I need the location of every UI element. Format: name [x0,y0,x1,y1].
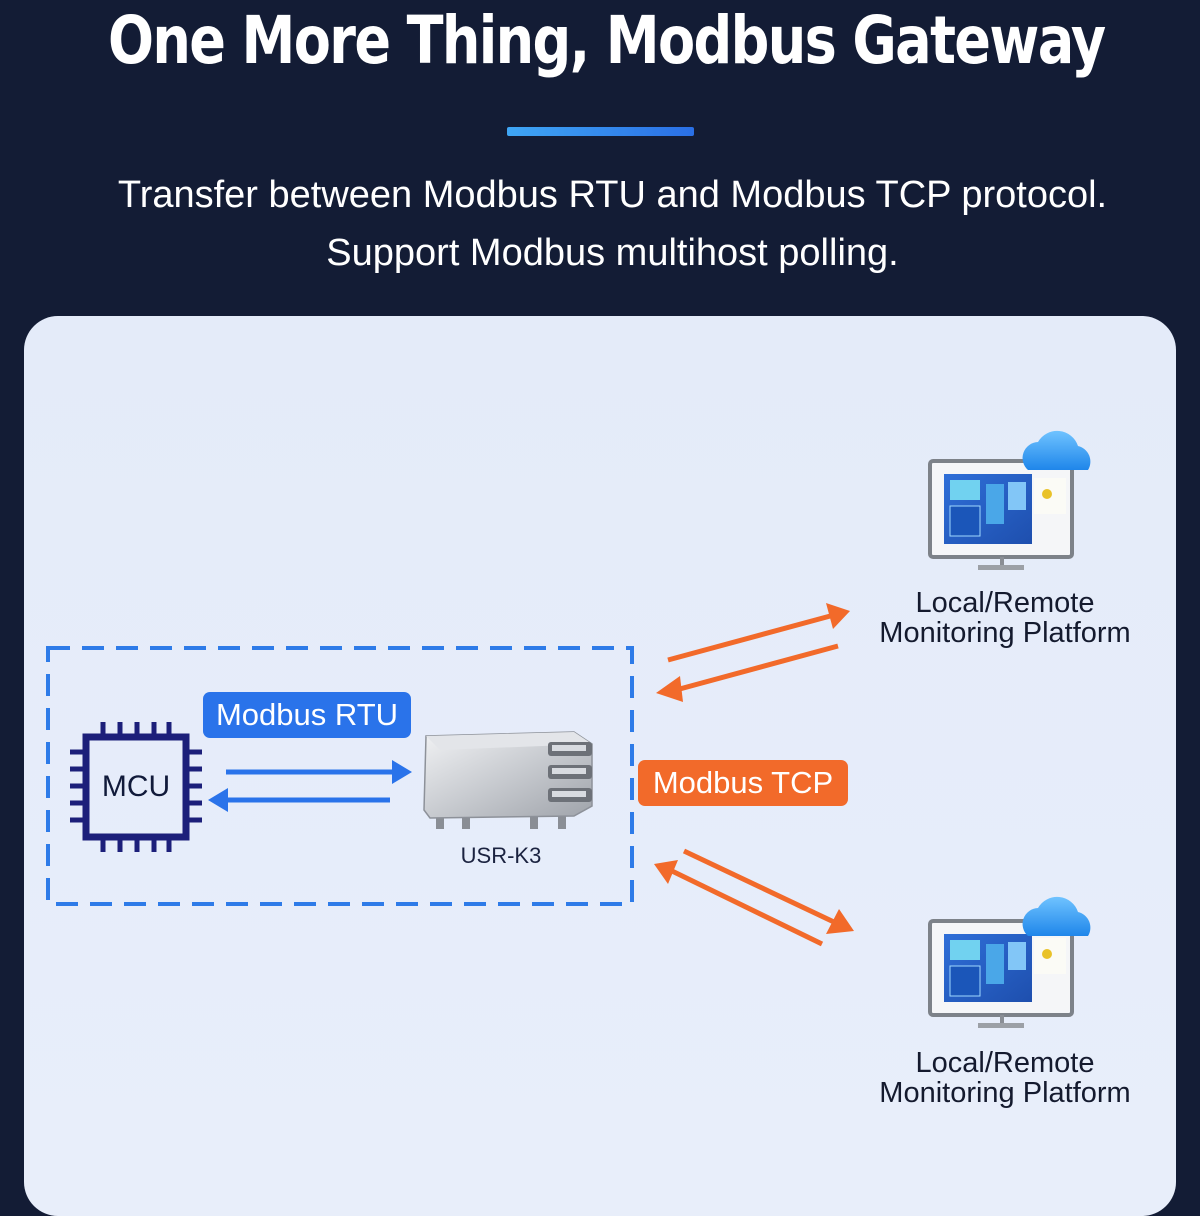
platform-label-top: Local/Remote Monitoring Platform [860,588,1150,648]
title-underline [507,127,694,136]
cloud-icon [1022,430,1091,470]
subtitle-line-1: Transfer between Modbus RTU and Modbus T… [117,174,1108,216]
page-title: One More Thing, Modbus Gateway [108,2,1106,79]
modbus-tcp-label: Modbus TCP [638,760,848,806]
monitor-icon [928,919,1074,1028]
rtu-arrows [208,760,412,812]
platform-label-line1: Local/Remote [915,587,1095,619]
ethernet-module-icon [423,731,593,829]
monitor-icon [928,459,1074,570]
subtitle-line-2: Support Modbus multihost polling. [326,232,899,274]
chip-icon [70,722,202,852]
platform-label-line1: Local/Remote [915,1047,1095,1079]
platform-label-line2: Monitoring Platform [879,617,1131,649]
platform-label-line2: Monitoring Platform [879,1077,1131,1109]
device-label: USR-K3 [460,843,542,868]
gateway-boundary [46,646,634,906]
cloud-icon [1022,896,1091,936]
platform-label-bottom: Local/Remote Monitoring Platform [860,1048,1150,1108]
tcp-arrows-top [656,603,850,702]
mcu-label: MCU [101,770,171,803]
tcp-arrows-bottom [654,848,854,947]
modbus-rtu-label: Modbus RTU [203,692,411,738]
